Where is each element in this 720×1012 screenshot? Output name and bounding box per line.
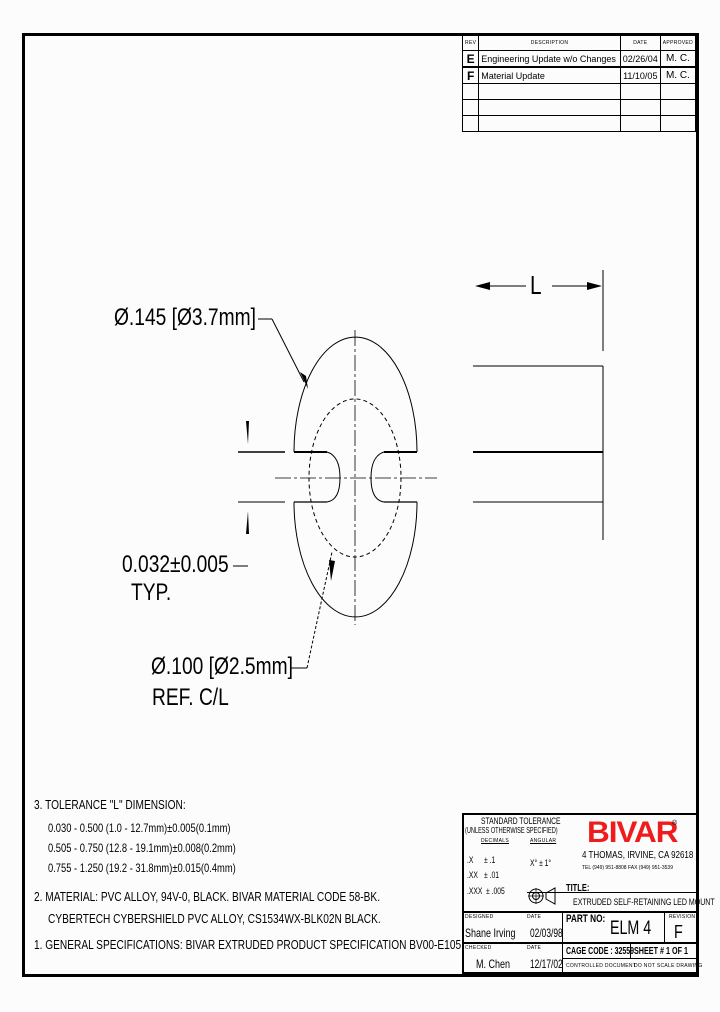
company-phone: TEL (949) 951-8808 FAX (949) 951-3539: [582, 865, 673, 871]
part-no-label: PART NO:: [566, 913, 606, 925]
length-arrow-left: [475, 282, 490, 290]
std-tolerance-title: STANDARD TOLERANCE: [481, 816, 561, 826]
rev-description: Engineering Update w/o Changes: [478, 50, 621, 68]
outer-ellipse-bottom: [293, 501, 418, 618]
note-3-line: 0.505 - 0.750 (12.8 - 19.1mm)±0.008(0.2m…: [48, 841, 236, 855]
note-2-line1: 2. MATERIAL: PVC ALLOY, 94V-0, BLACK. BI…: [34, 889, 381, 904]
checked-label: CHECKED: [465, 945, 492, 951]
rev-description: [478, 115, 621, 132]
std-tolerance-sub: (UNLESS OTHERWISE SPECIFIED): [465, 826, 558, 835]
rev-approved: [659, 115, 697, 132]
revision-row: [461, 115, 697, 132]
revision-table: REV DESCRIPTION DATE APPROVED E Engineer…: [461, 35, 697, 132]
rev-letter: E: [461, 50, 480, 68]
tol-xxx-value: ± .005: [486, 886, 505, 896]
revision-table-header: REV DESCRIPTION DATE APPROVED: [461, 35, 697, 51]
cage-code: CAGE CODE : 32559: [566, 946, 635, 957]
tol-xx-value: ± .01: [484, 870, 499, 880]
rev-approved: M. C.: [659, 50, 697, 68]
side-view: [473, 270, 604, 540]
description-header: DESCRIPTION: [478, 35, 621, 51]
company-address: 4 THOMAS, IRVINE, CA 92618: [582, 850, 694, 861]
title-value: EXTRUDED SELF-RETAINING LED MOUNT: [573, 897, 715, 908]
rev-letter: [461, 115, 480, 132]
checked-date-label: DATE: [527, 945, 542, 951]
angular-value: X° ± 1°: [530, 858, 552, 868]
slot-arrow-top: [246, 421, 249, 444]
designed-label: DESIGNED: [465, 914, 494, 920]
note-2-line2: CYBERTECH CYBERSHIELD PVC ALLOY, CS1534W…: [48, 911, 381, 926]
end-view: [238, 330, 437, 625]
checked-by: M. Chen: [476, 957, 511, 971]
inner-diameter-arrow: [329, 560, 335, 581]
outer-diameter-label: Ø.145 [Ø3.7mm]: [114, 304, 256, 331]
slot-width-note: TYP.: [131, 579, 172, 606]
decimals-label: DECIMALS: [481, 838, 509, 844]
registered-mark: ®: [672, 820, 678, 827]
note-3-title: 3. TOLERANCE "L" DIMENSION:: [34, 797, 186, 812]
revision-value: F: [674, 922, 683, 942]
angular-label: ANGULAR: [530, 838, 557, 844]
title-block: [462, 813, 696, 974]
outer-ellipse-top: [293, 336, 418, 453]
note-3-line: 0.030 - 0.500 (1.0 - 12.7mm)±0.005(0.1mm…: [48, 821, 231, 835]
tol-xxx: .XXX: [467, 886, 483, 896]
third-angle-projection-icon: [528, 887, 556, 905]
tol-xx: .XX: [467, 870, 478, 880]
inner-diameter-note: REF. C/L: [152, 684, 229, 711]
rev-header: REV: [461, 35, 480, 51]
bivar-logo: BIVAR: [587, 816, 678, 849]
designed-date-label: DATE: [527, 914, 542, 920]
controlled-document: CONTROLLED DOCUMENT: [566, 963, 637, 969]
drawing-border: [22, 33, 699, 977]
length-arrow-right: [587, 282, 602, 290]
note-3-line: 0.755 - 1.250 (19.2 - 31.8mm)±0.015(0.4m…: [48, 861, 236, 875]
slot-arrow-bottom: [246, 511, 249, 534]
approved-header: APPROVED: [659, 35, 697, 51]
note-1: 1. GENERAL SPECIFICATIONS: BIVAR EXTRUDE…: [34, 937, 464, 952]
revision-label: REVISION: [669, 914, 696, 920]
revision-row: E Engineering Update w/o Changes 02/26/0…: [461, 50, 697, 68]
do-not-scale: DO NOT SCALE DRAWING: [634, 963, 703, 969]
checked-date: 12/17/02: [530, 957, 563, 971]
outer-diameter-arrow: [300, 372, 308, 389]
part-number: ELM 4: [610, 918, 652, 939]
designed-by: Shane Irving: [465, 926, 516, 940]
title-label: TITLE:: [566, 883, 590, 894]
sheet-number: SHEET # 1 OF 1: [634, 946, 689, 957]
tol-x: .X: [467, 855, 474, 865]
designed-date: 02/03/98: [530, 926, 563, 940]
tol-x-value: ± .1: [484, 855, 496, 865]
length-label: L: [530, 270, 542, 300]
slot-width-label: 0.032±0.005: [122, 551, 229, 578]
inner-diameter-label: Ø.100 [Ø2.5mm]: [151, 653, 293, 680]
